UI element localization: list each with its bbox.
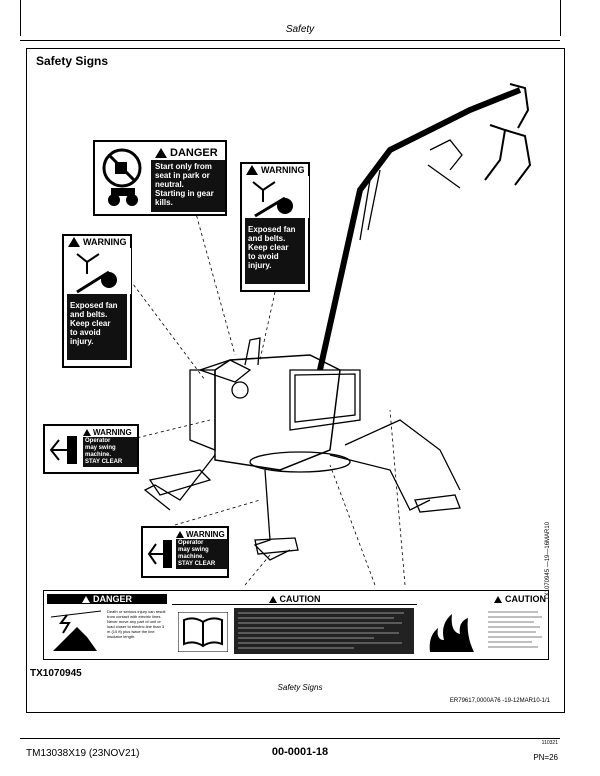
warning-fan-right-text: Exposed fan and belts. Keep clear to avo… bbox=[245, 223, 305, 272]
footer-page-number: PN=26 bbox=[533, 753, 558, 762]
warning-swing-lower-header: WARNING bbox=[176, 530, 228, 539]
bottom-caution-right-textblock bbox=[486, 608, 544, 654]
bottom-danger-text: Death or serious injury can result from … bbox=[107, 609, 166, 639]
warning-fan-left-panel: Exposed fan and belts. Keep clear to avo… bbox=[67, 248, 131, 360]
warning-swing-line: may swing bbox=[85, 445, 116, 451]
footer-manual-id: TM13038X19 (23NOV21) bbox=[26, 748, 140, 759]
danger-seat-sign: DANGER Start only from seat in park or n… bbox=[93, 140, 227, 216]
warning-swing-line: may swing bbox=[178, 547, 209, 553]
warning-swing-upper-header-label: WARNING bbox=[93, 428, 132, 437]
warning-swing-upper-header: WARNING bbox=[83, 428, 137, 437]
warning-swing-lower-body: WARNING Operator may swing machine. STAY… bbox=[176, 530, 228, 569]
bottom-caution-right-section: CAUTION bbox=[422, 594, 546, 656]
alert-triangle-icon bbox=[83, 429, 91, 436]
no-start-icon bbox=[97, 146, 147, 212]
alert-triangle-icon bbox=[246, 165, 258, 175]
warning-fan-right-header: WARNING bbox=[242, 164, 308, 176]
bottom-caution-center-header: CAUTION bbox=[172, 594, 417, 605]
footer-page-code: 00-0001-18 bbox=[271, 746, 329, 758]
danger-seat-line: seat in park or bbox=[155, 171, 210, 180]
warning-fan-right-panel: Exposed fan and belts. Keep clear to avo… bbox=[245, 176, 309, 284]
warning-swing-lower-text: Operator may swing machine. STAY CLEAR bbox=[176, 539, 228, 569]
bottom-caution-center-section: CAUTION bbox=[172, 594, 417, 656]
warning-swing-line: STAY CLEAR bbox=[85, 459, 123, 465]
alert-triangle-icon bbox=[176, 531, 184, 538]
warning-swing-line: STAY CLEAR bbox=[178, 561, 216, 567]
warning-fan-left-sign: WARNING Exposed fan and belts. Keep clea… bbox=[62, 234, 132, 368]
fan-belt-icon bbox=[67, 248, 131, 294]
warning-swing-lower-header-label: WARNING bbox=[186, 530, 225, 539]
warning-fan-line: injury. bbox=[70, 337, 94, 346]
warning-swing-upper-sign: WARNING Operator may swing machine. STAY… bbox=[43, 424, 139, 474]
danger-seat-text: Start only from seat in park or neutral.… bbox=[151, 160, 225, 209]
warning-swing-upper-text: Operator may swing machine. STAY CLEAR bbox=[83, 437, 137, 467]
section-title: Safety Signs bbox=[36, 54, 109, 68]
fire-hazard-icon bbox=[429, 614, 474, 652]
warning-fan-line: to avoid bbox=[70, 328, 101, 337]
fan-belt-icon bbox=[245, 176, 309, 218]
warning-swing-lower-sign: WARNING Operator may swing machine. STAY… bbox=[141, 526, 229, 578]
bottom-decal-strip: DANGER Death or serious injury can resul… bbox=[43, 590, 549, 660]
danger-seat-line: Start only from bbox=[155, 162, 212, 171]
danger-seat-header-label: DANGER bbox=[170, 147, 218, 159]
warning-swing-line: Operator bbox=[85, 438, 111, 444]
danger-seat-header: DANGER bbox=[151, 146, 225, 160]
alert-triangle-icon bbox=[494, 595, 502, 603]
warning-fan-line: Exposed fan bbox=[70, 301, 118, 310]
bottom-caution-right-header-label: CAUTION bbox=[505, 594, 546, 604]
alert-triangle-icon bbox=[68, 237, 80, 247]
warning-fan-line: and belts. bbox=[70, 310, 108, 319]
danger-seat-line: Starting in gear bbox=[155, 189, 214, 198]
figure-frame bbox=[26, 48, 565, 713]
footer-rule bbox=[20, 738, 560, 739]
figure-caption: Safety Signs bbox=[277, 683, 323, 692]
document-reference: ER79617,0000A76 -19-12MAR10-1/1 bbox=[449, 698, 550, 704]
warning-swing-line: machine. bbox=[85, 452, 112, 458]
manual-book-icon bbox=[178, 612, 228, 652]
swing-hazard-icon bbox=[147, 540, 172, 568]
warning-fan-right-sign: WARNING Exposed fan and belts. Keep clea… bbox=[240, 162, 310, 292]
warning-swing-upper-body: WARNING Operator may swing machine. STAY… bbox=[83, 428, 137, 467]
figure-id: TX1070945 bbox=[30, 668, 82, 679]
warning-swing-line: Operator bbox=[178, 540, 204, 546]
warning-swing-line: machine. bbox=[178, 554, 205, 560]
warning-fan-left-header-label: WARNING bbox=[83, 237, 127, 247]
danger-seat-line: kills. bbox=[155, 198, 173, 207]
warning-fan-line: Keep clear bbox=[70, 319, 111, 328]
bottom-caution-right-header: CAUTION bbox=[422, 594, 546, 604]
header-left-rule bbox=[20, 0, 21, 36]
header-rule bbox=[20, 40, 560, 41]
alert-triangle-icon bbox=[81, 595, 90, 603]
power-line-icon bbox=[50, 610, 102, 651]
danger-seat-panel: DANGER Start only from seat in park or n… bbox=[151, 146, 225, 212]
bottom-danger-section: DANGER Death or serious injury can resul… bbox=[47, 594, 167, 656]
bottom-caution-center-textblock bbox=[234, 608, 414, 654]
warning-fan-line: Keep clear bbox=[248, 243, 289, 252]
warning-fan-left-text: Exposed fan and belts. Keep clear to avo… bbox=[67, 299, 127, 348]
warning-fan-line: and belts. bbox=[248, 234, 286, 243]
figure-side-reference: TX1070945 —19—16MAR10 bbox=[545, 521, 551, 600]
alert-triangle-icon bbox=[155, 148, 167, 158]
header-right-rule bbox=[560, 0, 561, 36]
warning-fan-line: injury. bbox=[248, 261, 272, 270]
warning-fan-line: Exposed fan bbox=[248, 225, 296, 234]
footer-small-code: 110321 bbox=[541, 740, 558, 746]
warning-fan-right-header-label: WARNING bbox=[261, 165, 305, 175]
warning-fan-left-header: WARNING bbox=[64, 236, 130, 248]
warning-fan-line: to avoid bbox=[248, 252, 279, 261]
bottom-danger-header: DANGER bbox=[47, 594, 167, 604]
machine-illustration bbox=[119, 83, 532, 586]
swing-hazard-icon bbox=[49, 436, 77, 464]
bottom-danger-header-label: DANGER bbox=[92, 594, 132, 604]
bottom-caution-center-header-label: CAUTION bbox=[279, 594, 321, 604]
page-header-title: Safety bbox=[285, 24, 315, 35]
alert-triangle-icon bbox=[268, 595, 277, 603]
danger-seat-line: neutral. bbox=[155, 180, 184, 189]
